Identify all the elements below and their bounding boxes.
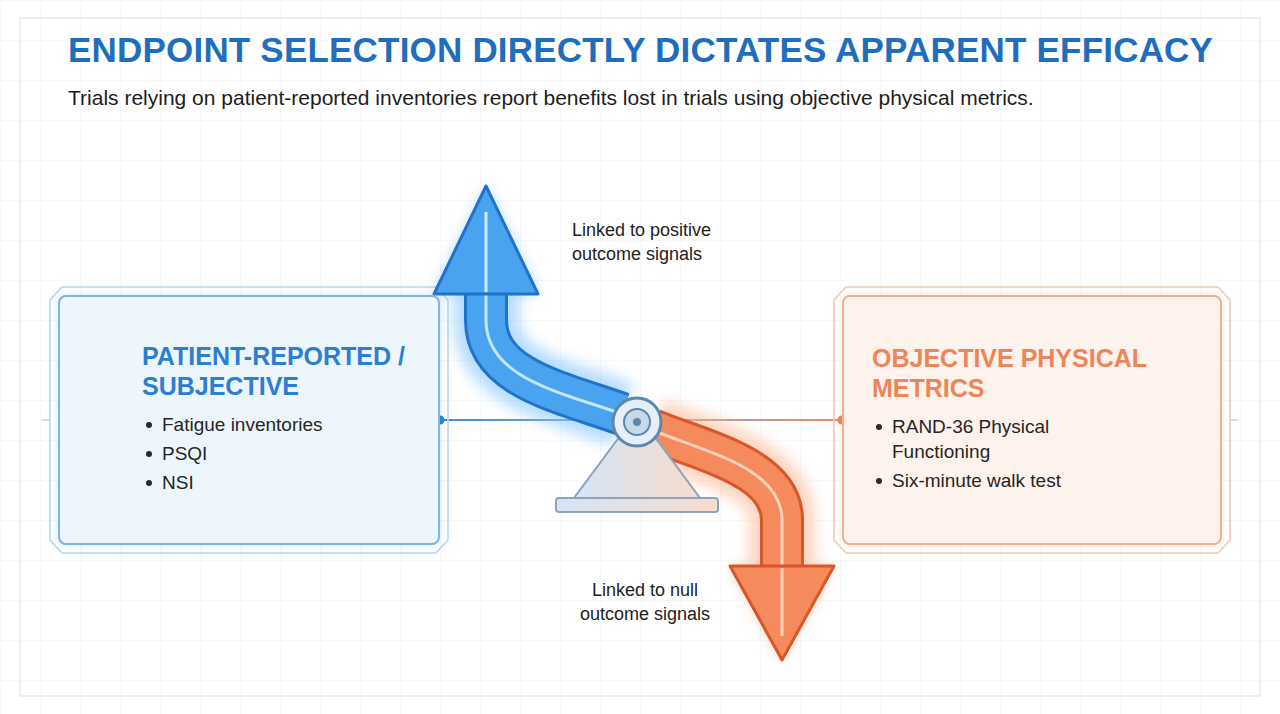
panel-frame xyxy=(834,287,1230,553)
bullet-item: PSQI xyxy=(162,442,207,467)
arrow-glow xyxy=(730,566,834,660)
bullet-dot xyxy=(876,478,882,484)
frame-tick xyxy=(42,419,50,421)
pivot-hub xyxy=(624,409,650,435)
bullet-item: RAND-36 Physical Functioning xyxy=(892,415,1152,464)
pivot-axle xyxy=(633,418,641,426)
category-panel: PATIENT-REPORTED / SUBJECTIVE Fatigue inv… xyxy=(58,295,440,545)
bullet-item: Fatigue inventories xyxy=(162,413,323,438)
arrow-glow xyxy=(486,288,622,414)
bullet-item: Six-minute walk test xyxy=(892,469,1061,494)
bullet-dot xyxy=(146,451,152,457)
arrow-head xyxy=(730,566,834,660)
arrow-glow xyxy=(434,186,538,294)
bullet-item: NSI xyxy=(162,471,194,496)
panel-heading: OBJECTIVE PHYSICAL METRICS xyxy=(872,344,1152,403)
bullet-row: Six-minute walk test xyxy=(872,469,1152,494)
arrow-shaft-outline xyxy=(486,288,622,414)
bullet-row: RAND-36 Physical Functioning xyxy=(872,415,1152,464)
bullet-row: Fatigue inventories xyxy=(142,413,424,438)
pivot-wheel xyxy=(613,398,661,446)
arrow-label: Linked to null outcome signals xyxy=(556,578,734,627)
bullet-row: PSQI xyxy=(142,442,424,467)
bullet-dot xyxy=(876,424,882,430)
caption: Trials relying on patient-reported inven… xyxy=(68,86,1034,110)
bullet-row: NSI xyxy=(142,471,424,496)
panel-heading: PATIENT-REPORTED / SUBJECTIVE xyxy=(142,342,424,401)
arrow-highlight xyxy=(485,212,488,292)
arrow-shaft xyxy=(486,288,622,414)
balance-pivot xyxy=(556,398,718,512)
null-arrow xyxy=(652,430,834,660)
bullet-dot xyxy=(146,480,152,486)
bullet-dot xyxy=(146,422,152,428)
frame-tick xyxy=(1230,419,1238,421)
pivot-base xyxy=(556,498,718,512)
category-panel: OBJECTIVE PHYSICAL METRICS RAND-36 Physic… xyxy=(842,295,1222,545)
arrow-label: Linked to positive outcome signals xyxy=(572,218,752,267)
arrow-head xyxy=(434,186,538,294)
arrow-highlight xyxy=(781,568,784,636)
page-frame xyxy=(20,18,1260,696)
arrow-highlight xyxy=(486,288,622,414)
panel-frame xyxy=(50,287,448,553)
title: ENDPOINT SELECTION DIRECTLY DICTATES APP… xyxy=(68,30,1213,70)
